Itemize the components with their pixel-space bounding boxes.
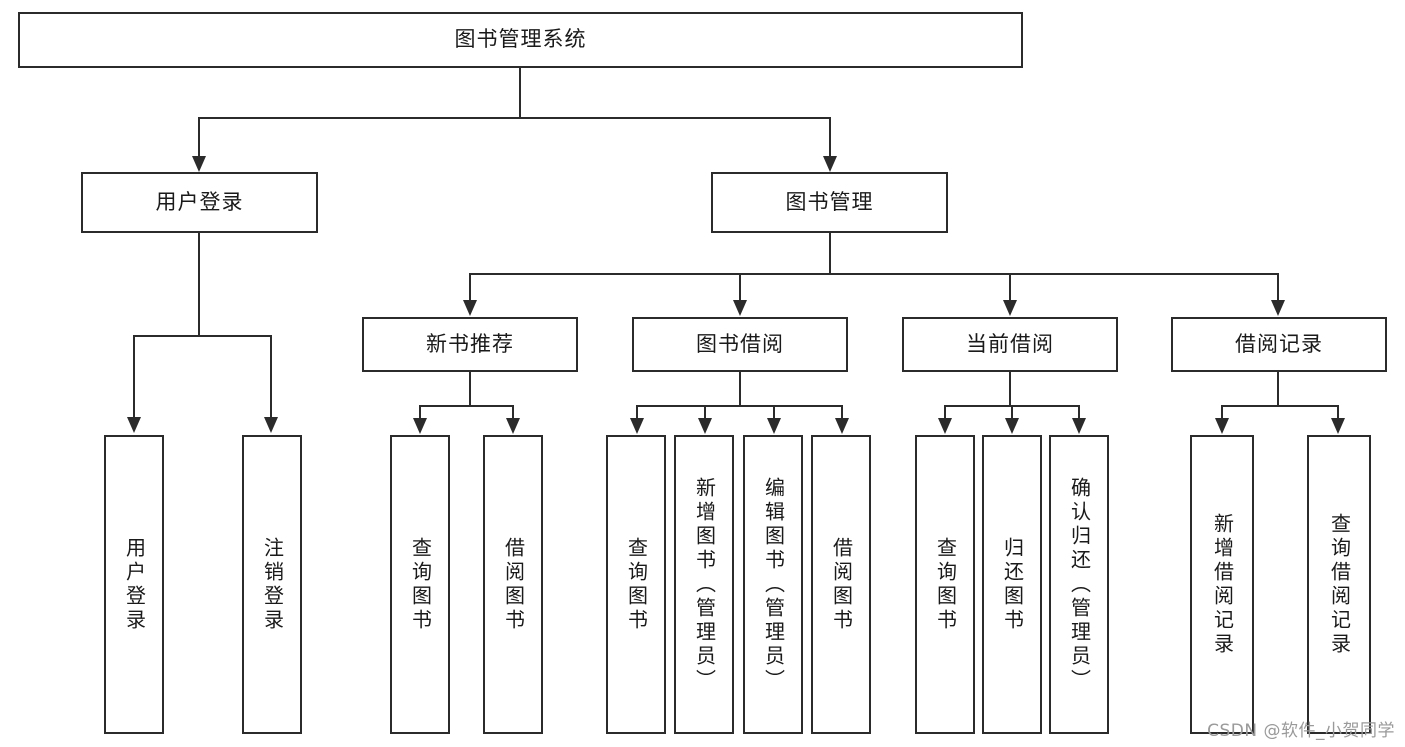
arrow-to-leaf-query-book-1 [413, 418, 427, 434]
arrow-to-book-borrow [733, 300, 747, 316]
node-label: 借阅图书 [829, 536, 854, 633]
arrow-to-leaf-return-book [1005, 418, 1019, 434]
connector-level2-drop-1 [198, 117, 200, 159]
leaf-logout[interactable]: 注销登录 [242, 435, 302, 734]
node-book-management[interactable]: 图书管理 [711, 172, 948, 233]
arrow-to-leaf-add-book [698, 418, 712, 434]
connector-current-borrow-stem [1009, 372, 1011, 406]
leaf-return-book[interactable]: 归还图书 [982, 435, 1042, 734]
arrow-to-leaf-confirm-return [1072, 418, 1086, 434]
connector-level2-drop-2 [829, 117, 831, 159]
connector-level3-drop-4 [1277, 273, 1279, 303]
connector-book-borrow-bar [636, 405, 842, 407]
connector-nbr-drop-1 [419, 405, 421, 420]
connector-br-drop-1 [1221, 405, 1223, 420]
connector-br-drop-2 [1337, 405, 1339, 420]
connector-book-borrow-stem [739, 372, 741, 406]
leaf-query-book-borrow[interactable]: 查询图书 [606, 435, 666, 734]
connector-cb-drop-1 [944, 405, 946, 420]
node-label: 查询借阅记录 [1327, 512, 1352, 657]
connector-level3-drop-2 [739, 273, 741, 303]
node-new-book-recommend[interactable]: 新书推荐 [362, 317, 578, 372]
node-borrow-record[interactable]: 借阅记录 [1171, 317, 1387, 372]
leaf-borrow-book-recommend[interactable]: 借阅图书 [483, 435, 543, 734]
connector-user-login-bar [133, 335, 272, 337]
arrow-to-leaf-edit-book [767, 418, 781, 434]
connector-user-login-drop-1 [133, 335, 135, 419]
connector-borrow-record-stem [1277, 372, 1279, 406]
arrow-to-leaf-query-borrow-record [1331, 418, 1345, 434]
arrow-to-user-login [192, 156, 206, 172]
node-label: 借阅记录 [1235, 331, 1323, 356]
arrow-to-new-book-recommend [463, 300, 477, 316]
node-label: 用户登录 [155, 189, 244, 214]
connector-user-login-drop-2 [270, 335, 272, 419]
connector-book-management-stem [829, 233, 831, 274]
connector-new-book-recommend-stem [469, 372, 471, 406]
node-label: 确认归还（管理员） [1067, 476, 1092, 693]
arrow-to-leaf-query-book-2 [630, 418, 644, 434]
node-label: 查询图书 [624, 536, 649, 633]
node-label: 图书管理系统 [454, 27, 587, 52]
node-current-borrow[interactable]: 当前借阅 [902, 317, 1118, 372]
node-label: 借阅图书 [501, 536, 526, 633]
connector-level3-drop-1 [469, 273, 471, 303]
connector-level3-drop-3 [1009, 273, 1011, 303]
arrow-to-leaf-borrow-book-2 [835, 418, 849, 434]
node-label: 新增图书（管理员） [692, 476, 717, 693]
arrow-to-leaf-borrow-book-1 [506, 418, 520, 434]
arrow-to-leaf-user-login [127, 417, 141, 433]
leaf-query-book-current[interactable]: 查询图书 [915, 435, 975, 734]
connector-new-book-recommend-bar [419, 405, 514, 407]
leaf-add-borrow-record[interactable]: 新增借阅记录 [1190, 435, 1254, 734]
watermark-text: CSDN @软件_小贺同学 [1207, 721, 1395, 741]
connector-bb-drop-4 [841, 405, 843, 420]
leaf-user-login[interactable]: 用户登录 [104, 435, 164, 734]
node-label: 新书推荐 [426, 331, 514, 356]
leaf-query-borrow-record[interactable]: 查询借阅记录 [1307, 435, 1371, 734]
arrow-to-borrow-record [1271, 300, 1285, 316]
arrow-to-current-borrow [1003, 300, 1017, 316]
arrow-to-leaf-logout [264, 417, 278, 433]
connector-bb-drop-1 [636, 405, 638, 420]
node-label: 新增借阅记录 [1210, 512, 1235, 657]
node-label: 注销登录 [260, 536, 285, 633]
arrow-to-leaf-add-borrow-record [1215, 418, 1229, 434]
connector-level3-bar [469, 273, 1279, 275]
leaf-borrow-book[interactable]: 借阅图书 [811, 435, 871, 734]
leaf-edit-book-admin[interactable]: 编辑图书（管理员） [743, 435, 803, 734]
node-label: 图书借阅 [696, 331, 784, 356]
connector-root-stem [519, 68, 521, 117]
node-label: 归还图书 [1000, 536, 1025, 633]
connector-cb-drop-2 [1011, 405, 1013, 420]
leaf-query-book-recommend[interactable]: 查询图书 [390, 435, 450, 734]
connector-bb-drop-3 [773, 405, 775, 420]
node-root-book-management-system[interactable]: 图书管理系统 [18, 12, 1023, 68]
connector-cb-drop-3 [1078, 405, 1080, 420]
node-label: 查询图书 [408, 536, 433, 633]
arrow-to-leaf-query-book-3 [938, 418, 952, 434]
node-label: 编辑图书（管理员） [761, 476, 786, 693]
node-label: 当前借阅 [966, 331, 1054, 356]
leaf-add-book-admin[interactable]: 新增图书（管理员） [674, 435, 734, 734]
node-label: 查询图书 [933, 536, 958, 633]
connector-user-login-stem [198, 233, 200, 336]
node-label: 用户登录 [122, 536, 147, 633]
connector-level2-bar [198, 117, 831, 119]
connector-borrow-record-bar [1221, 405, 1338, 407]
node-user-login[interactable]: 用户登录 [81, 172, 318, 233]
connector-bb-drop-2 [704, 405, 706, 420]
connector-nbr-drop-2 [512, 405, 514, 420]
node-book-borrow[interactable]: 图书借阅 [632, 317, 848, 372]
leaf-confirm-return-admin[interactable]: 确认归还（管理员） [1049, 435, 1109, 734]
node-label: 图书管理 [785, 189, 874, 214]
arrow-to-book-management [823, 156, 837, 172]
